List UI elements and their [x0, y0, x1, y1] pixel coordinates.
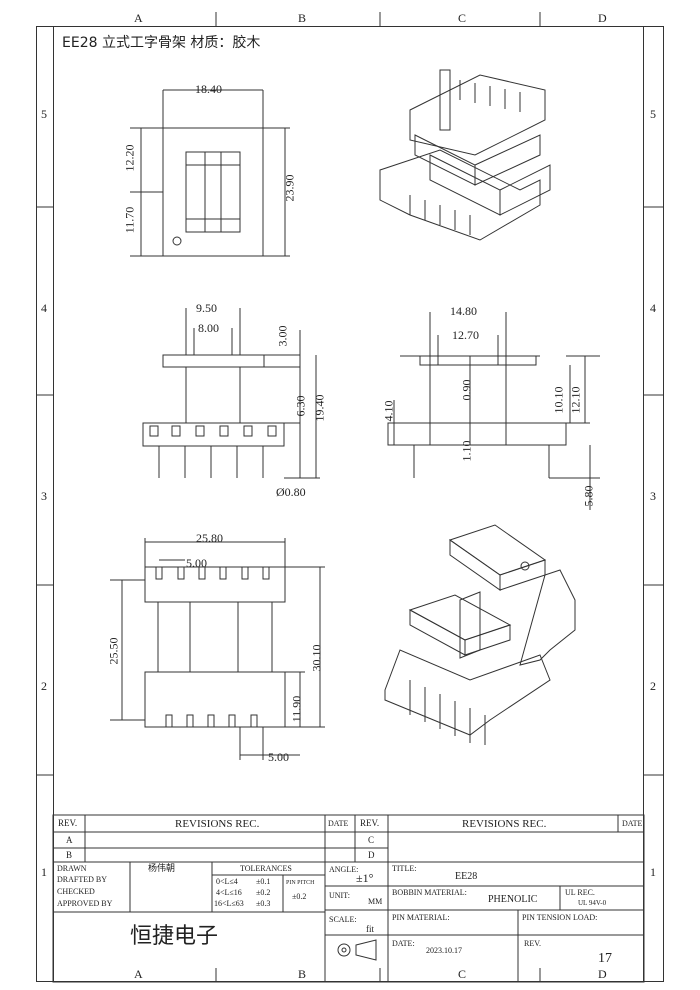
col-label-c-bottom: C [458, 967, 467, 981]
row-label-3-left: 3 [41, 489, 47, 503]
dim-side-left: 4.10 [381, 400, 396, 422]
company-name: 恒捷电子 [130, 924, 219, 949]
row-label-4-right: 4 [650, 301, 656, 315]
tb-date-left: DATE [328, 819, 349, 828]
tb-tol3-value: ±0.3 [256, 899, 271, 908]
tb-tol3: 16<L≤63 [214, 899, 244, 908]
dim-top-lower: 11.70 [122, 206, 137, 234]
tb-bobbin-material: BOBBIN MATERIAL: [392, 888, 467, 897]
tb-rev-a: A [66, 835, 73, 845]
dim-top-width: 18.40 [195, 82, 222, 96]
tb-rev-d: D [368, 850, 375, 860]
tb-approved-by: APPROVED BY [57, 899, 113, 908]
row-label-1-right: 1 [650, 865, 656, 879]
tb-angle-value: ±1° [356, 871, 374, 885]
dim-bottom-width: 25.80 [196, 531, 223, 545]
tb-drafter-name: 杨伟朝 [148, 864, 176, 874]
dim-front-d2: 8.00 [198, 321, 219, 335]
row-label-5-left: 5 [41, 107, 47, 121]
dim-top-height: 23.90 [282, 174, 297, 202]
dim-side-w1: 14.80 [450, 304, 477, 318]
tb-rev-header-right: REV. [360, 818, 380, 828]
col-label-a-top: A [134, 11, 143, 25]
tb-rev-b: B [66, 850, 73, 860]
row-label-4-left: 4 [41, 301, 47, 315]
tb-pin-pitch: PIN PITCH [286, 880, 315, 886]
col-label-d-top: D [598, 11, 607, 25]
tb-pin-material: PIN MATERIAL: [392, 913, 450, 922]
tb-title-label: TITLE: [392, 864, 417, 873]
dim-top-upper: 12.20 [122, 144, 137, 172]
dim-bottom-pitch-bottom: 5.00 [268, 750, 289, 764]
row-label-1-left: 1 [41, 865, 47, 879]
dim-front-top: 3.00 [275, 325, 290, 347]
tb-checked: CHECKED [57, 887, 95, 896]
dim-side-r1: 10.10 [551, 386, 566, 414]
tb-unit: UNIT: [329, 891, 350, 900]
tb-scale-value: fit [366, 924, 374, 934]
dim-side-pinlen: 5.80 [581, 485, 596, 507]
row-label-3-right: 3 [650, 489, 656, 503]
dim-front-mid: 6.30 [293, 395, 308, 417]
tb-title-value: EE28 [455, 871, 478, 882]
col-label-b-top: B [298, 11, 307, 25]
dim-side-center1: 0.90 [459, 379, 474, 401]
tb-revisions-rec-right: REVISIONS REC. [462, 818, 547, 830]
tb-pin-tension: PIN TENSION LOAD: [522, 913, 598, 922]
tb-date-label: DATE: [392, 939, 415, 948]
col-label-c-top: C [458, 11, 467, 25]
tb-tol1-value: ±0.1 [256, 877, 271, 886]
tb-rev-header: REV. [58, 818, 78, 828]
tb-drawn: DRAWN [57, 864, 87, 873]
dim-bottom-left-height: 25.50 [106, 637, 121, 665]
tb-revisions-rec-left: REVISIONS REC. [175, 818, 260, 830]
tb-date-right: DATE [622, 819, 643, 828]
tb-date-value: 2023.10.17 [426, 946, 462, 955]
dim-bottom-right-height: 30.10 [309, 644, 324, 672]
col-label-a-bottom: A [134, 967, 143, 981]
tb-tol2: 4<L≤16 [216, 888, 242, 897]
tb-tolerances: TOLERANCES [240, 864, 292, 873]
dim-front-d1: 9.50 [196, 301, 217, 315]
tb-tol2-value: ±0.2 [256, 888, 271, 897]
dim-side-center2: 1.10 [459, 440, 474, 462]
tb-rev-label: REV. [524, 939, 541, 948]
tb-tol1: 0<L≤4 [216, 877, 238, 886]
dim-side-r2: 12.10 [568, 386, 583, 414]
tb-angle: ANGLE: [329, 865, 359, 874]
tb-drafted-by: DRAFTED BY [57, 875, 108, 884]
tb-rev-c: C [368, 835, 375, 845]
col-label-b-bottom: B [298, 967, 307, 981]
tb-pin-pitch-value: ±0.2 [292, 892, 307, 901]
dim-front-overall: 19.40 [312, 394, 327, 422]
dim-side-w2: 12.70 [452, 328, 479, 342]
tb-ul-rec: UL REC. [565, 888, 595, 897]
col-label-d-bottom: D [598, 967, 607, 981]
tb-scale: SCALE: [329, 915, 357, 924]
tb-page-number: 17 [598, 951, 612, 966]
drawing-header-title: EE28 立式工字骨架 材质：胶木 [62, 35, 261, 51]
dim-front-pin: Ø0.80 [276, 485, 306, 499]
row-label-5-right: 5 [650, 107, 656, 121]
row-label-2-right: 2 [650, 679, 656, 693]
dim-bottom-lower-height: 11.90 [289, 695, 304, 723]
dim-bottom-pitch-top: 5.00 [186, 556, 207, 570]
row-label-2-left: 2 [41, 679, 47, 693]
tb-ul-rec-value: UL 94V-0 [578, 899, 607, 907]
tb-bobbin-material-value: PHENOLIC [488, 894, 538, 905]
tb-unit-value: MM [368, 897, 383, 906]
